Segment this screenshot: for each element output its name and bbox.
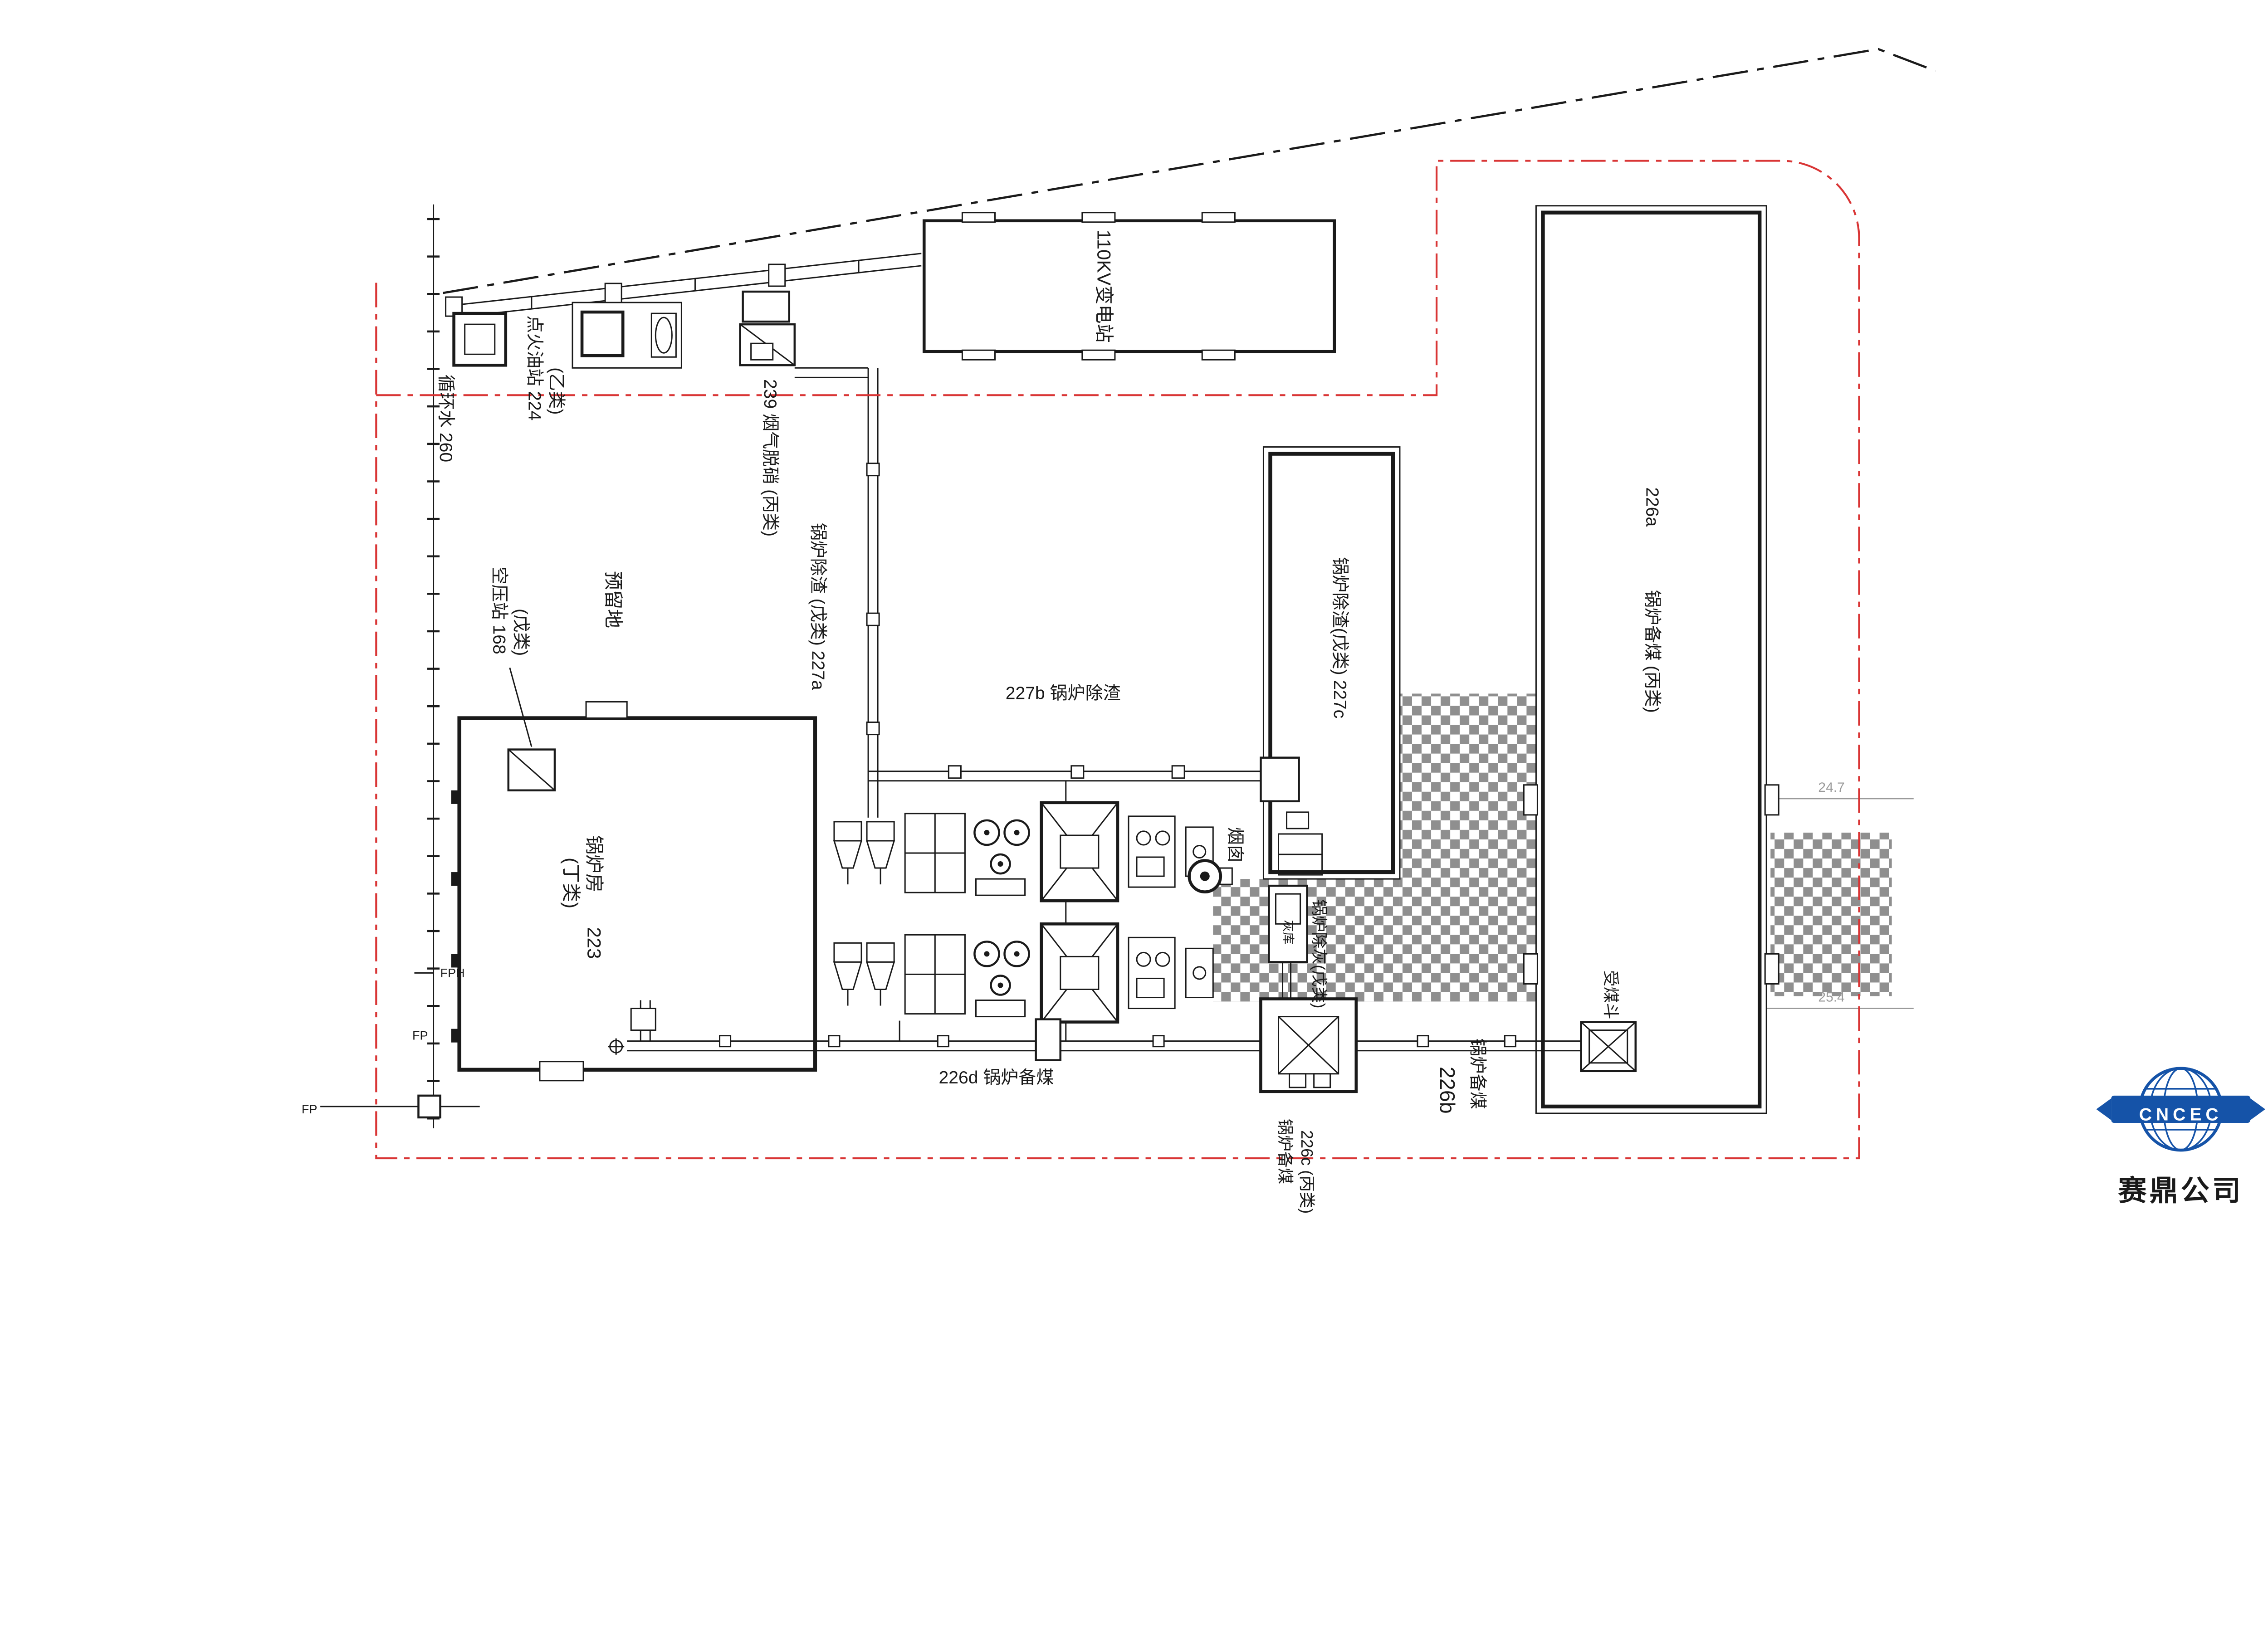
label-boiler-house-class: (丁类) — [561, 858, 582, 908]
label-coal-226c-id: 226c (丙类) — [1298, 1130, 1316, 1214]
label-slag-227c: 锅炉除渣(戊类) 227c — [1330, 557, 1349, 718]
logo-banner — [2111, 1095, 2250, 1123]
substation-110kv — [922, 212, 1336, 361]
coal-gallery — [445, 253, 922, 318]
label-air-compressor: 空压站 168 — [489, 567, 508, 654]
label-ignition-oil-class: (乙类) — [546, 367, 566, 415]
label-coal-226a-id: 226a — [1642, 487, 1662, 527]
label-boiler-house: 锅炉房 — [584, 835, 605, 893]
chimney — [1188, 859, 1233, 893]
fp-box — [417, 1094, 441, 1119]
coal-conveyor-226d — [608, 1000, 1581, 1061]
label-coal-226b: 锅炉备煤 — [1468, 1039, 1487, 1109]
coal-hopper-structure — [1580, 1021, 1637, 1073]
slag-conveyor-227a — [866, 368, 880, 818]
gallery-transfer-2 — [768, 263, 786, 287]
label-denitration: 239 烟气脱硝 (丙类) — [760, 379, 780, 536]
boiler-train-2 — [834, 924, 1213, 1022]
slag-conveyor-227b — [868, 756, 1300, 803]
logo-left-wing-icon — [2096, 1098, 2112, 1120]
coal-transfer-226c — [1259, 997, 1358, 1093]
site-plan-page: 110KV变电站 点火油站 224 (乙类) 循环水 260 239 烟气脱硝 … — [301, 48, 2265, 1214]
label-coal-226c: 锅炉备煤 — [1276, 1119, 1295, 1184]
coal-storage-226a — [1523, 205, 1779, 1114]
label-substation: 110KV变电站 — [1093, 229, 1114, 342]
label-fph: FPH — [440, 966, 465, 980]
label-dim-top: 24.7 — [1818, 780, 1844, 795]
label-fp-2: FP — [302, 1102, 318, 1116]
label-slag-227b: 227b 锅炉除渣 — [1006, 683, 1121, 703]
label-fp-1: FP — [412, 1029, 428, 1043]
ignition-oil-station — [452, 312, 508, 367]
oil-tank — [655, 317, 673, 354]
label-ignition-oil: 点火油站 224 — [524, 315, 544, 420]
company-name: 赛鼎公司 — [2118, 1175, 2243, 1207]
conveyor-tower — [1035, 1018, 1061, 1061]
slag-transfer-box — [1260, 756, 1300, 803]
hatch-east-column — [1399, 693, 1536, 1002]
air-compressor-leader — [509, 667, 533, 747]
label-circulating-water: 循环水 260 — [436, 375, 455, 462]
site-boundary-red — [375, 160, 1860, 1160]
label-coal-226d: 226d 锅炉备煤 — [939, 1068, 1054, 1088]
slag-building-227c — [1262, 446, 1401, 880]
boiler-train-1 — [834, 803, 1213, 901]
label-reserved-land: 预留地 — [603, 571, 624, 628]
hatch-area-east-strip — [1770, 832, 1892, 996]
label-boiler-house-id: 223 — [584, 927, 605, 959]
label-ash-silo: 灰库 — [1281, 920, 1295, 944]
cncec-logo: CNCEC 赛鼎公司 — [2096, 1067, 2265, 1207]
label-air-compressor-class: (戊类) — [511, 609, 530, 656]
air-compressor-168 — [507, 667, 556, 792]
label-dim-bottom: 25.4 — [1818, 990, 1844, 1005]
oil-tank-structure — [572, 302, 682, 369]
label-coal-hopper: 受煤斗 — [1602, 970, 1620, 1019]
logo-text: CNCEC — [2139, 1105, 2223, 1124]
denitration-239 — [739, 290, 869, 378]
label-slag-227a: 锅炉除渣 (戊类) 227a — [808, 523, 827, 690]
site-plan-drawing: 110KV变电站 点火油站 224 (乙类) 循环水 260 239 烟气脱硝 … — [301, 48, 2265, 1214]
label-coal-226a: 锅炉备煤 (丙类) — [1642, 590, 1662, 713]
property-line — [443, 48, 1936, 294]
logo-right-wing-icon — [2250, 1098, 2265, 1120]
fp-markers — [320, 972, 480, 1119]
label-chimney: 烟囱 — [1225, 827, 1245, 863]
label-ash-removal: 锅炉除灰(戊类) — [1310, 899, 1329, 1008]
label-coal-226b-id: 226b — [1436, 1067, 1459, 1114]
train-connectors — [899, 780, 1067, 1041]
